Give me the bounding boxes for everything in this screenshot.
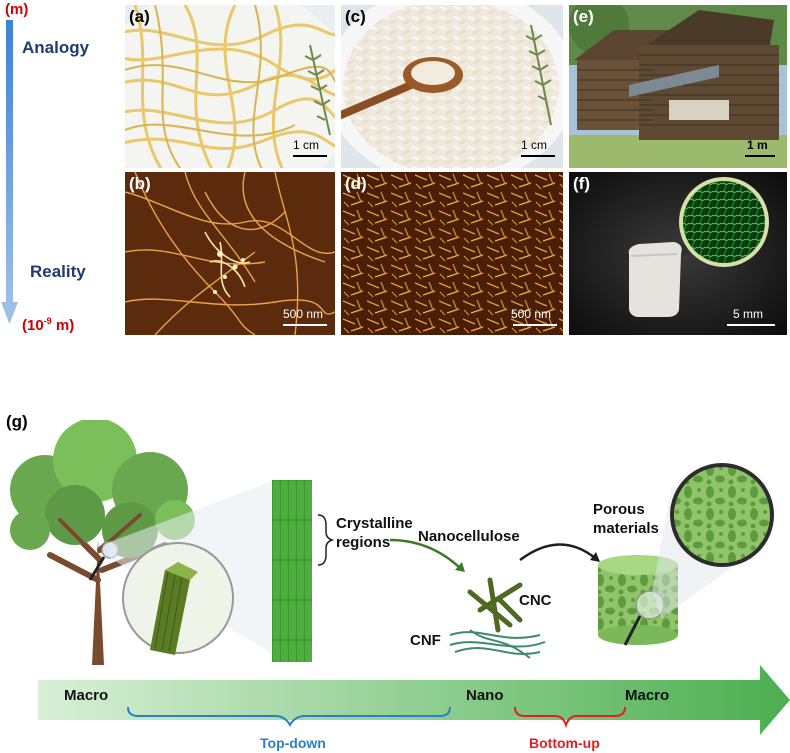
fiber-bundle-icon [150, 562, 198, 655]
rice-photo: (c) 1 cm [341, 5, 563, 168]
panel-d-scale-text: 500 nm [511, 307, 552, 321]
microfibril-illustration [272, 480, 312, 662]
tree-illustration [10, 420, 195, 665]
arrow-macro-right-label: Macro [625, 687, 670, 704]
cnc-illustration [467, 577, 523, 633]
analogy-label: Analogy [22, 38, 90, 57]
reality-label: Reality [30, 262, 86, 281]
panel-g-label: (g) [6, 412, 28, 431]
top-down-label: Top-down [260, 735, 326, 751]
panel-e-scalebar [745, 155, 775, 157]
panel-b-label: (b) [129, 174, 151, 193]
spaghetti-photo: (a) 1 cm [125, 5, 335, 168]
pore-zoom-circle [670, 463, 774, 567]
panel-f-scalebar [727, 324, 775, 326]
bottom-up-label: Bottom-up [529, 735, 600, 751]
nanocellulose-label: Nanocellulose [418, 528, 520, 545]
panel-c-scalebar [521, 155, 555, 157]
cnc-label: CNC [519, 592, 552, 609]
hierarchy-diagram [10, 420, 790, 735]
panel-e-scale-text: 1 m [747, 138, 768, 152]
panel-a-label: (a) [129, 7, 150, 26]
panel-a-scalebar [293, 155, 327, 157]
cnc-afm-image: (d) 500 nm [341, 172, 563, 335]
panel-a-scale-text: 1 cm [293, 138, 320, 152]
crystalline-label: Crystalline regions [336, 515, 413, 551]
panel-d-label: (d) [345, 174, 367, 193]
panel-e-label: (e) [573, 7, 594, 26]
aerogel-photo: (f) 5 mm [569, 172, 787, 335]
panel-c-scale-text: 1 cm [521, 138, 548, 152]
arrow-macro-left-label: Macro [64, 687, 109, 704]
panel-d-scalebar [513, 324, 557, 326]
panel-f-label: (f) [573, 174, 590, 193]
cnf-afm-image: (b) 500 nm [125, 172, 335, 335]
cnf-illustration [449, 629, 546, 659]
scale-top-unit: (m) [5, 1, 29, 18]
scale-bottom-unit: (10-9 m) [22, 316, 75, 334]
panel-b-scale-text: 500 nm [283, 307, 324, 321]
panel-f-scale-text: 5 mm [733, 307, 763, 321]
panel-c-label: (c) [345, 7, 366, 26]
arrow-nano-label: Nano [466, 687, 504, 704]
cnf-label: CNF [410, 632, 441, 649]
log-house-photo: (e) 1 m [569, 5, 787, 168]
porous-label: Porous materials [593, 501, 659, 537]
panel-b-scalebar [283, 324, 327, 326]
scale-down-arrow [1, 20, 18, 324]
